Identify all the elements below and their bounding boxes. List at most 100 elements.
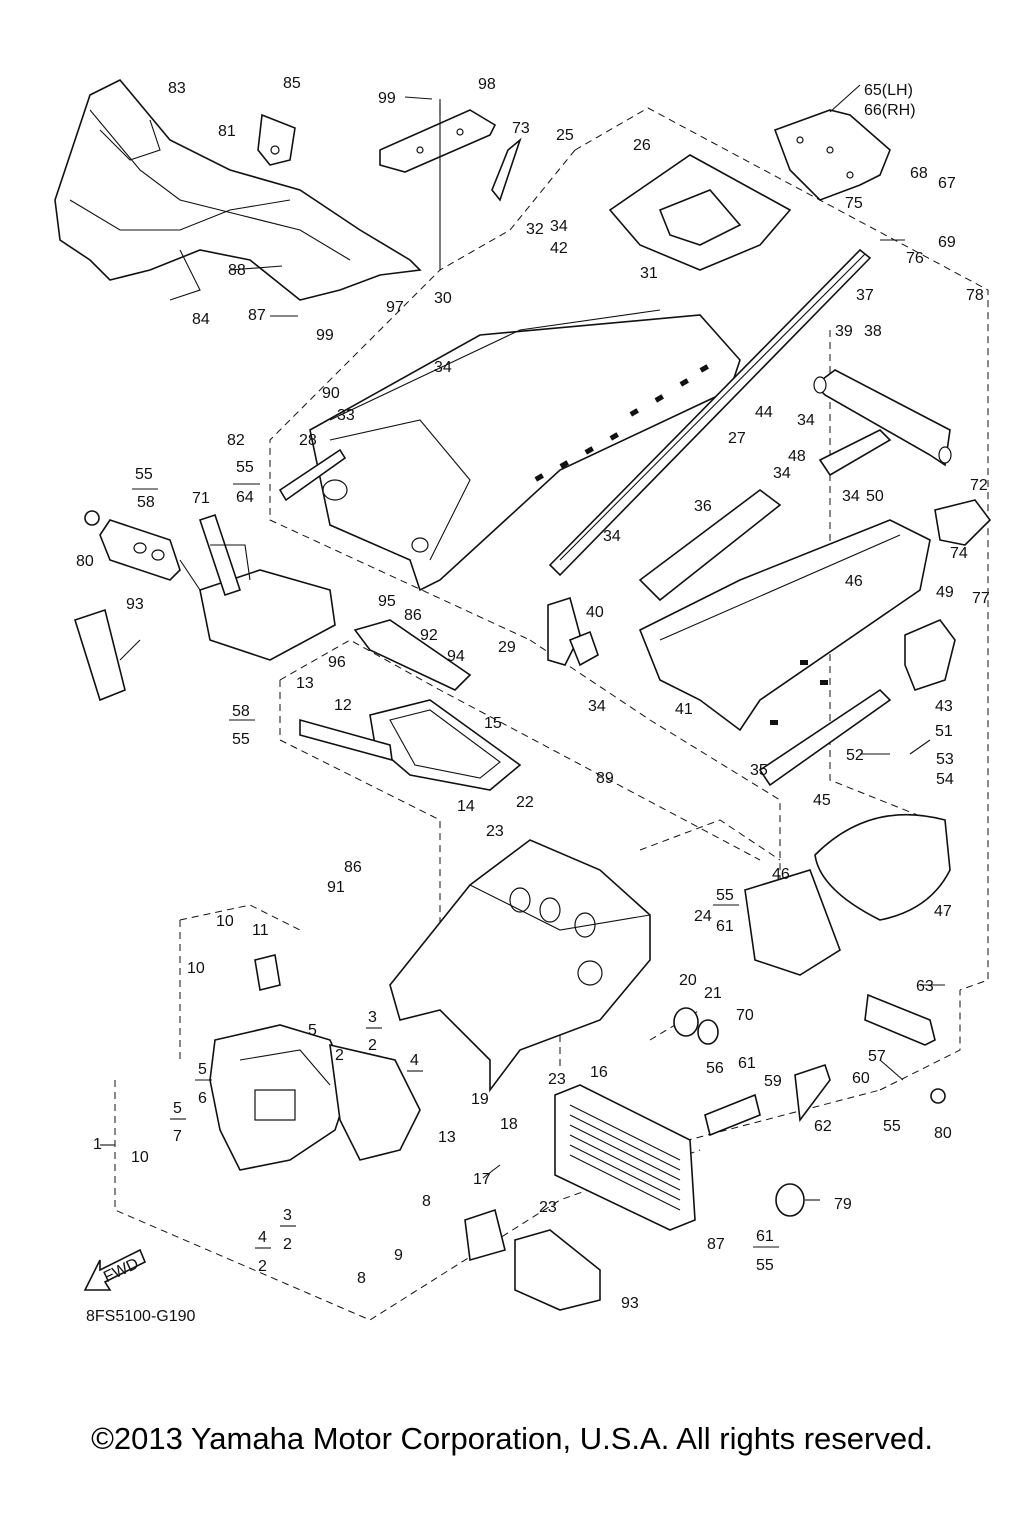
main-tunnel-frame: [309, 309, 741, 592]
callout: 87: [248, 307, 266, 324]
slide-rails: [278, 248, 872, 577]
bumper-bracket: [818, 429, 892, 477]
callout: 67: [938, 175, 956, 192]
flange-79: [775, 1183, 805, 1217]
snow-flap: [814, 813, 951, 921]
side-bracket: [773, 109, 891, 201]
callout: 23: [539, 1199, 557, 1216]
callout: 57: [868, 1048, 886, 1065]
callout: 43: [935, 698, 953, 715]
callout: 5: [173, 1100, 182, 1117]
callout: 65(LH): [864, 82, 913, 99]
callout: 38: [864, 323, 882, 340]
callout: 5: [308, 1022, 317, 1039]
callout: 80: [934, 1125, 952, 1142]
top-deck-plate: [608, 154, 792, 271]
bracket-59: [704, 1093, 761, 1137]
callout: 79: [834, 1196, 852, 1213]
callout: 88: [228, 262, 246, 279]
callout: 41: [675, 701, 693, 718]
callout: 55: [756, 1257, 774, 1274]
callout: 4: [410, 1052, 419, 1069]
callout: 90: [322, 385, 340, 402]
callout: 23: [486, 823, 504, 840]
bracket-60: [794, 1063, 831, 1123]
callout: 86: [344, 859, 362, 876]
callout: 99: [316, 327, 334, 344]
callout: 58: [232, 703, 250, 720]
callout: 37: [856, 287, 874, 304]
callout: 78: [966, 287, 984, 304]
intake-grille: [744, 869, 841, 976]
engine-mount-frame: [369, 699, 522, 791]
callout: 77: [972, 590, 990, 607]
callout: 49: [936, 584, 954, 601]
heat-exchanger: [554, 1084, 696, 1231]
callout-brackets: [132, 483, 779, 1249]
callout: 34: [603, 528, 621, 545]
callout: 33: [337, 407, 355, 424]
callout: 14: [457, 798, 475, 815]
assembly-outlines: [114, 107, 989, 1321]
callout: 68: [910, 165, 928, 182]
callout: 96: [328, 654, 346, 671]
callout: 76: [906, 250, 924, 267]
callout: 20: [679, 972, 697, 989]
callout: 39: [835, 323, 853, 340]
reference-code: 8FS5100-G190: [86, 1308, 196, 1325]
callout: 87: [707, 1236, 725, 1253]
callout: 34: [550, 218, 568, 235]
tray: [353, 619, 472, 691]
callout: 16: [590, 1064, 608, 1081]
callout: 80: [76, 553, 94, 570]
callout: 89: [596, 770, 614, 787]
callout: 72: [970, 477, 988, 494]
callout: 10: [131, 1149, 149, 1166]
callout: 84: [192, 311, 210, 328]
callout: 47: [934, 903, 952, 920]
circlip: [697, 1019, 719, 1045]
callout: 86: [404, 607, 422, 624]
callout: 40: [586, 604, 604, 621]
callout: 19: [471, 1091, 489, 1108]
callout: 45: [813, 792, 831, 809]
callout: 48: [788, 448, 806, 465]
callout: 98: [478, 76, 496, 93]
callout: 34: [842, 488, 860, 505]
callout: 31: [640, 265, 658, 282]
callout: 1: [93, 1136, 102, 1153]
callout: 34: [773, 465, 791, 482]
callout: 73: [512, 120, 530, 137]
rear-tunnel: [638, 489, 931, 787]
callout: 66(RH): [864, 102, 916, 119]
callout: 62: [814, 1118, 832, 1135]
support-arms: [84, 510, 946, 1104]
callout: 71: [192, 490, 210, 507]
callout: 2: [335, 1047, 344, 1064]
callout: 55: [232, 731, 250, 748]
callout: 95: [378, 593, 396, 610]
callout: 75: [845, 195, 863, 212]
callout: 5: [198, 1061, 207, 1078]
bracket-43: [904, 619, 956, 691]
steering-bracket: [299, 718, 393, 762]
callout: 34: [434, 359, 452, 376]
callout: 12: [334, 697, 352, 714]
callout: 83: [168, 80, 186, 97]
callout: 93: [621, 1295, 639, 1312]
callout: 13: [438, 1129, 456, 1146]
callout: 85: [283, 75, 301, 92]
top-panel: [379, 105, 497, 270]
shroud-93-front: [74, 608, 126, 702]
callout: 10: [216, 913, 234, 930]
callout: 82: [227, 432, 245, 449]
callout: 59: [764, 1073, 782, 1090]
callout: 4: [258, 1229, 267, 1246]
callout: 8: [357, 1270, 366, 1287]
callout: 26: [633, 137, 651, 154]
callout: 97: [386, 299, 404, 316]
callout: 46: [845, 573, 863, 590]
callout: 9: [394, 1247, 403, 1264]
callout: 93: [126, 596, 144, 613]
